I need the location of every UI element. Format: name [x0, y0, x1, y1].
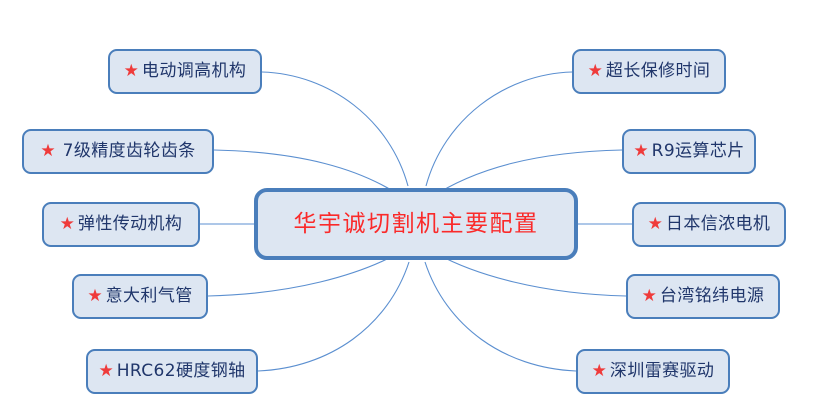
branch-node-right-2-label: R9运算芯片 [651, 141, 745, 161]
connector-right-1 [425, 71, 573, 187]
branch-node-right-5[interactable]: ★ 深圳雷赛驱动 [576, 349, 730, 394]
connector-right-5 [424, 261, 577, 372]
star-icon: ★ [647, 214, 663, 234]
branch-node-left-2[interactable]: ★ 7级精度齿轮齿条 [22, 129, 214, 174]
connector-left-5 [257, 261, 410, 372]
branch-node-left-1-label: 电动调高机构 [141, 61, 247, 81]
star-icon: ★ [40, 141, 56, 161]
branch-node-left-3-label: 弹性传动机构 [77, 214, 183, 234]
branch-node-right-4[interactable]: ★ 台湾铭纬电源 [626, 274, 780, 319]
branch-node-left-4-label: 意大利气管 [105, 286, 193, 306]
branch-node-right-5-label: 深圳雷赛驱动 [609, 361, 715, 381]
center-node-label: 华宇诚切割机主要配置 [293, 210, 539, 237]
star-icon: ★ [59, 214, 75, 234]
star-icon: ★ [98, 361, 114, 381]
star-icon: ★ [633, 141, 649, 161]
branch-node-right-3-label: 日本信浓电机 [665, 214, 771, 234]
branch-node-right-2[interactable]: ★ R9运算芯片 [622, 129, 756, 174]
branch-node-left-3[interactable]: ★ 弹性传动机构 [42, 202, 200, 247]
branch-node-right-1-label: 超长保修时间 [605, 61, 711, 81]
branch-node-left-5[interactable]: ★ HRC62硬度钢轴 [86, 349, 258, 394]
branch-node-left-5-label: HRC62硬度钢轴 [116, 361, 246, 381]
branch-node-left-1[interactable]: ★ 电动调高机构 [108, 49, 262, 94]
branch-node-left-4[interactable]: ★ 意大利气管 [72, 274, 208, 319]
star-icon: ★ [87, 286, 103, 306]
branch-node-right-1[interactable]: ★ 超长保修时间 [572, 49, 726, 94]
connector-left-1 [261, 71, 409, 187]
star-icon: ★ [123, 61, 139, 81]
star-icon: ★ [641, 286, 657, 306]
branch-node-right-4-label: 台湾铭纬电源 [659, 286, 765, 306]
branch-node-right-3[interactable]: ★ 日本信浓电机 [632, 202, 786, 247]
branch-node-left-2-label: 7级精度齿轮齿条 [62, 141, 196, 161]
star-icon: ★ [587, 61, 603, 81]
center-node[interactable]: 华宇诚切割机主要配置 [254, 188, 578, 260]
star-icon: ★ [591, 361, 607, 381]
